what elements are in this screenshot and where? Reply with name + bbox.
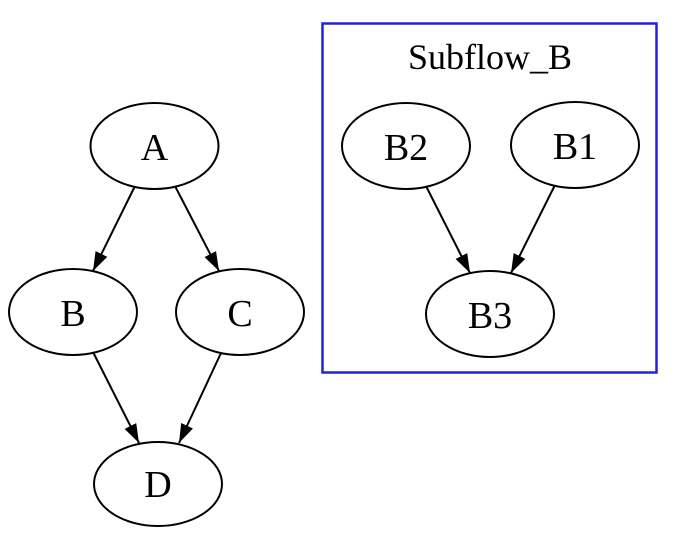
node-B1-label: B1 [553,126,597,168]
node-B3: B3 [425,270,555,358]
node-B1-ellipse [510,101,640,189]
node-A: A [89,102,220,190]
node-B1: B1 [510,101,640,189]
node-B: B [8,268,138,356]
node-B2: B2 [341,102,471,190]
edge-C-to-D [178,352,222,444]
node-C-label: C [227,293,252,335]
node-B2-label: B2 [384,127,428,169]
cluster-subflow-b-title: Subflow_B [408,37,572,77]
node-C: C [175,268,305,356]
edge-A-to-C [174,186,220,272]
node-D: D [93,441,223,527]
edge-B-to-D [92,352,140,444]
node-D-ellipse [93,441,223,527]
edge-A-to-B [92,186,136,272]
node-D-label: D [144,464,171,506]
node-B3-ellipse [425,270,555,358]
node-B3-label: B3 [468,295,512,337]
node-B-ellipse [8,268,138,356]
node-B-label: B [60,293,85,335]
edge-B1-to-B3 [510,185,556,274]
node-C-ellipse [175,268,305,356]
cluster-subflow-b-box [321,22,658,374]
node-A-label: A [141,127,169,169]
node-A-ellipse [89,102,220,190]
edge-B2-to-B3 [425,186,471,274]
node-B2-ellipse [341,102,471,190]
